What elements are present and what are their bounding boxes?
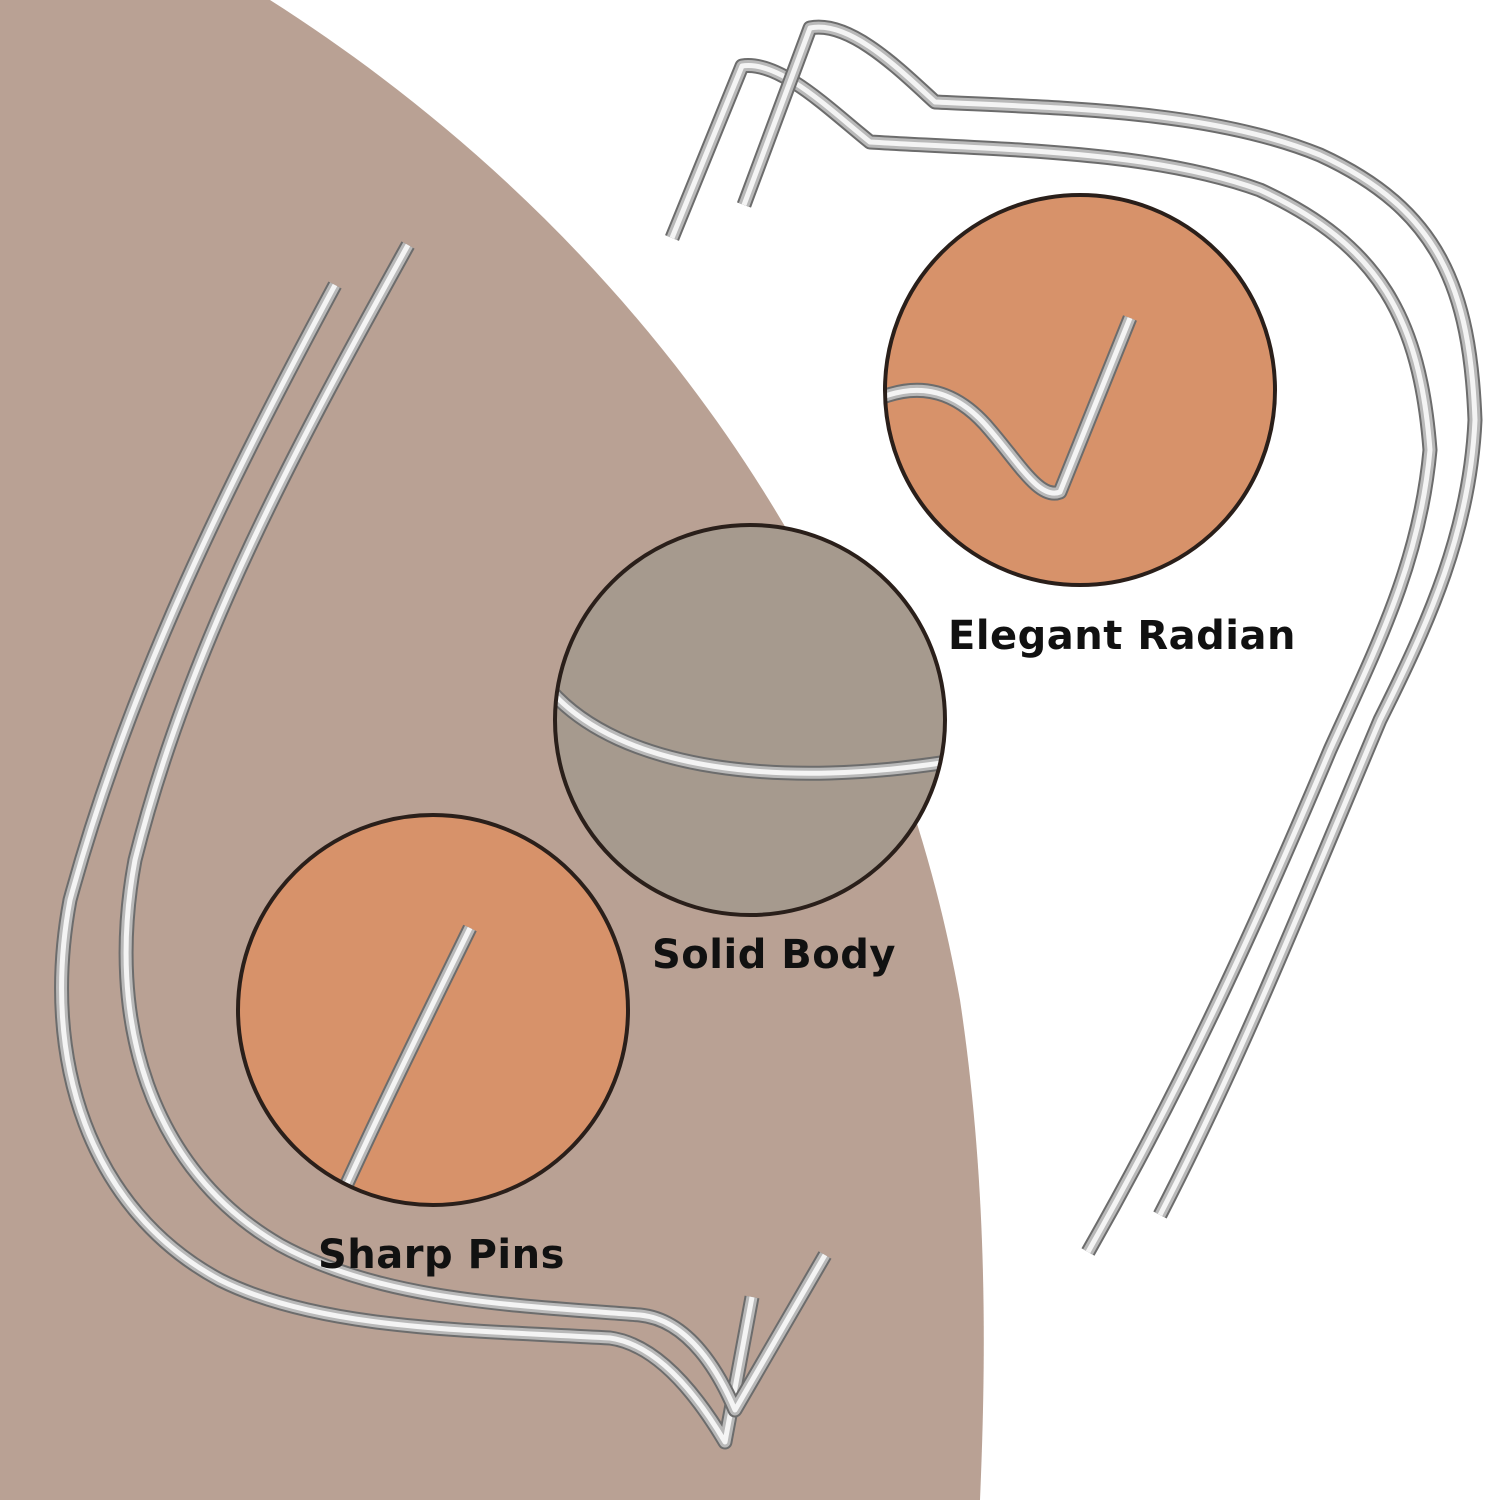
arc-backdrop xyxy=(0,0,984,1500)
left-pin-front xyxy=(118,241,832,1418)
right-pin-front xyxy=(736,19,1483,1219)
left-pin-pair xyxy=(54,241,832,1450)
elegant-radian-circle xyxy=(883,193,1277,587)
right-pin-pair xyxy=(665,19,1483,1256)
sharp-pins-circle xyxy=(236,813,630,1207)
solid-body-label: Solid Body xyxy=(652,932,896,978)
left-pin-back xyxy=(54,281,760,1450)
right-pin-back xyxy=(665,58,1438,1256)
sharp-pins-label: Sharp Pins xyxy=(318,1232,565,1278)
elegant-radian-label: Elegant Radian xyxy=(948,613,1296,659)
solid-body-circle xyxy=(553,523,947,917)
